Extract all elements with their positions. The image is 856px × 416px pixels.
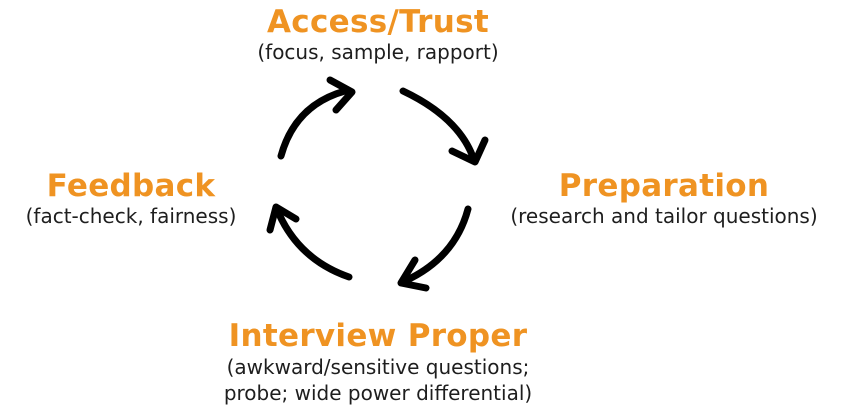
node-subtitle-line-1: (awkward/sensitive questions; (226, 355, 530, 379)
arrow-access-to-preparation (399, 87, 489, 166)
node-subtitle-line-2: probe; wide power differential) (223, 381, 533, 405)
node-title: Access/Trust (267, 4, 489, 40)
node-subtitle: (fact-check, fairness) (25, 204, 237, 228)
node-title: Interview Proper (228, 318, 528, 354)
node-preparation: Preparation (research and tailor questio… (478, 168, 850, 228)
arrow-interview-to-feedback (266, 203, 353, 281)
arrow-preparation-to-interview (397, 205, 472, 292)
node-title: Preparation (558, 168, 770, 204)
node-feedback: Feedback (fact-check, fairness) (0, 168, 262, 228)
node-subtitle: (focus, sample, rapport) (257, 40, 499, 64)
node-title: Feedback (46, 168, 216, 204)
node-subtitle: (research and tailor questions) (510, 204, 818, 228)
node-access-trust: Access/Trust (focus, sample, rapport) (228, 4, 528, 64)
arrow-feedback-to-access (277, 76, 356, 160)
node-interview-proper: Interview Proper (awkward/sensitive ques… (168, 318, 588, 406)
